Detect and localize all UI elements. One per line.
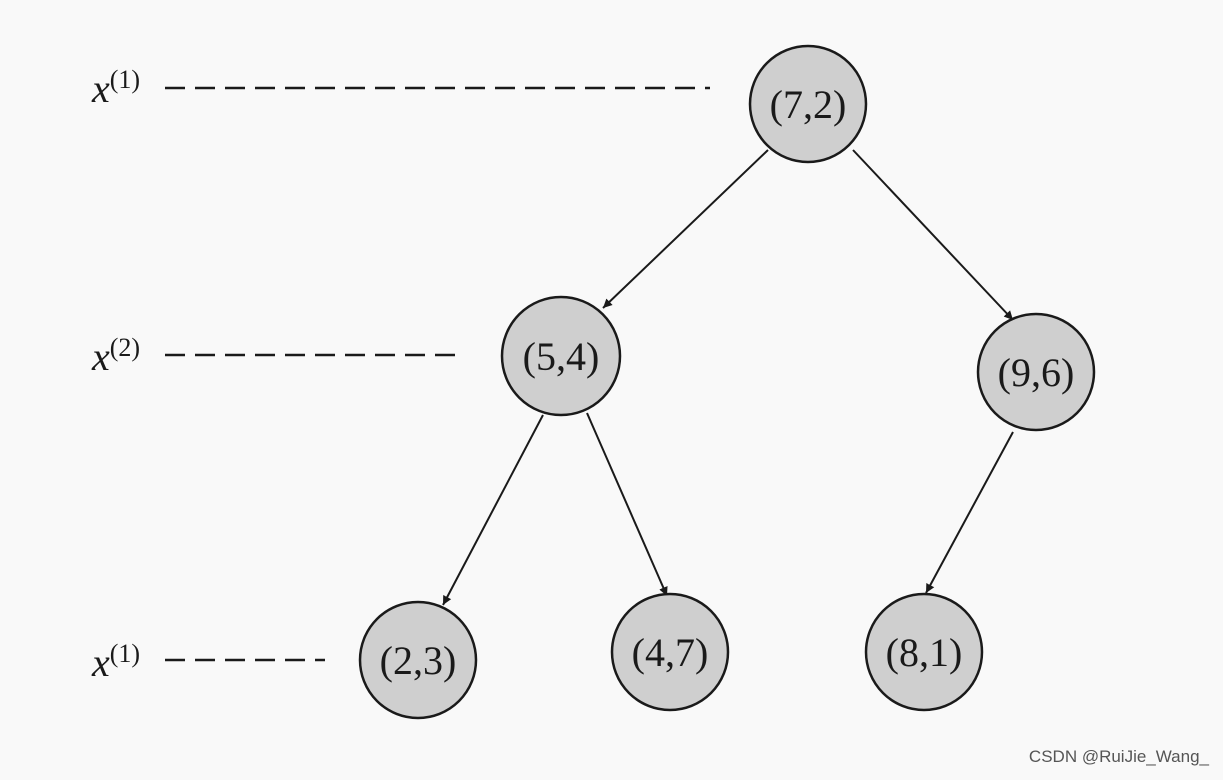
node-circle (976, 312, 1096, 432)
level-label-2: x(2) (91, 333, 460, 379)
node-label: (5,4) (523, 334, 600, 379)
node-circle (610, 592, 730, 712)
svg-text:x(2): x(2) (91, 333, 140, 379)
tree-node-7-2: (7,2) (748, 44, 868, 164)
edge-54-23 (442, 414, 544, 606)
tree-node-4-7: (4,7) (610, 592, 730, 712)
svg-text:x(1): x(1) (91, 639, 140, 685)
tree-node-2-3: (2,3) (358, 600, 478, 720)
node-circle (748, 44, 868, 164)
tree-node-9-6: (9,6) (976, 312, 1096, 432)
edge-72-96 (852, 149, 1014, 321)
edge-72-54 (602, 149, 769, 309)
node-circle (864, 592, 984, 712)
tree-node-5-4: (5,4) (500, 295, 622, 417)
watermark-text: CSDN @RuiJie_Wang_ (1028, 747, 1209, 766)
level-label-3: x(1) (91, 639, 325, 685)
edges (442, 149, 1014, 606)
edge-96-81 (925, 431, 1014, 594)
node-circle (500, 295, 622, 417)
level-label-1: x(1) (91, 65, 710, 111)
tree-node-8-1: (8,1) (864, 592, 984, 712)
svg-text:x(1): x(1) (91, 65, 140, 111)
node-label: (4,7) (632, 630, 709, 675)
node-label: (2,3) (380, 638, 457, 683)
node-label: (8,1) (886, 630, 963, 675)
node-circle (358, 600, 478, 720)
edge-54-47 (586, 412, 668, 597)
node-label: (7,2) (770, 82, 847, 127)
node-label: (9,6) (998, 350, 1075, 395)
